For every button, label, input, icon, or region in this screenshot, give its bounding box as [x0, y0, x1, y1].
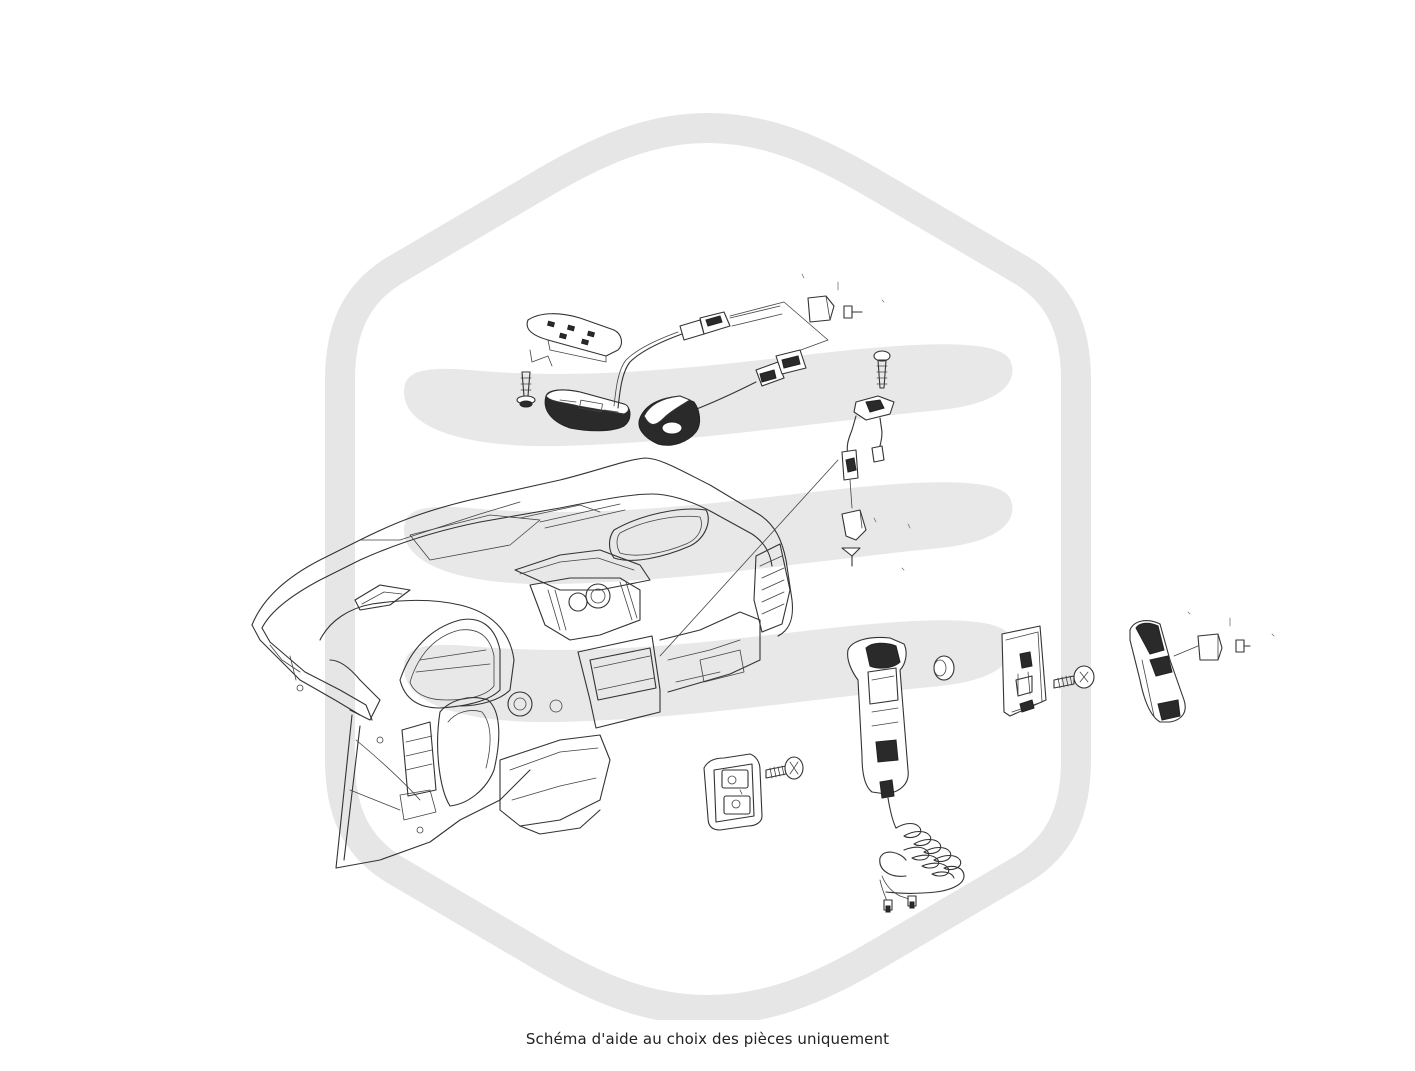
connector-block-top-right	[801, 273, 885, 323]
microphone-module	[638, 395, 701, 446]
switch-bezel-cover	[526, 313, 623, 363]
screw-bottom	[765, 756, 804, 780]
switch-panel-lower	[703, 753, 763, 831]
connector-lower	[841, 509, 911, 571]
mounting-plate-harness	[841, 395, 895, 509]
holder-bracket	[1001, 625, 1047, 717]
watermark-logo	[325, 113, 1091, 1020]
leader-zigzag	[529, 349, 553, 367]
exploded-parts-diagram	[251, 113, 1275, 1020]
dashboard-assembly	[251, 457, 794, 869]
telephone-cradle-handset	[847, 636, 965, 913]
screw-left	[516, 371, 536, 408]
leader-line-dashboard	[659, 459, 839, 657]
grommet-ring	[933, 655, 955, 681]
diagram-caption: Schéma d'aide au choix des pièces unique…	[525, 1030, 890, 1048]
screw-right	[873, 350, 891, 389]
switch-housing	[544, 389, 631, 432]
phone-adapter	[1129, 611, 1275, 723]
screw-horizontal	[1053, 665, 1095, 689]
wiring-harness-upper	[613, 301, 829, 411]
